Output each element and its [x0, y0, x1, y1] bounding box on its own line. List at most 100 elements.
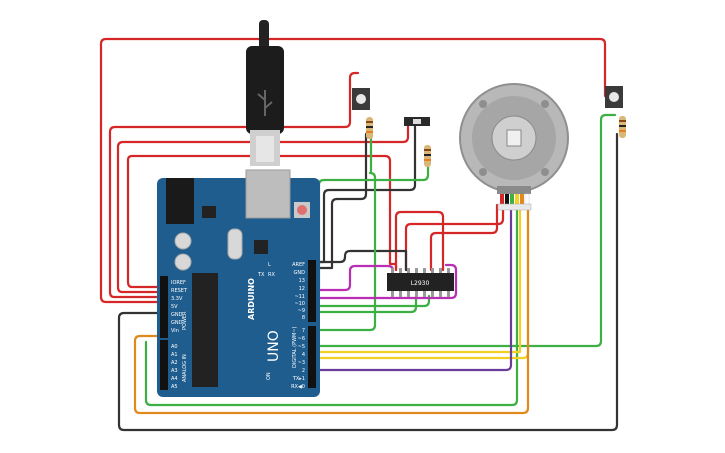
pin-label: ~9	[298, 308, 305, 314]
pin-label: AREF	[292, 262, 305, 268]
pin-label: ~6	[298, 336, 305, 342]
power-header	[160, 276, 168, 338]
usb-cable-tip	[259, 20, 269, 50]
model-label: UNO	[266, 330, 282, 362]
pin-label: 2	[302, 368, 305, 374]
capacitor-2	[174, 253, 192, 271]
regulator	[202, 206, 216, 218]
motor-screw	[541, 100, 549, 108]
driver-pins-bottom	[391, 291, 450, 297]
pin-label: Vin	[171, 328, 179, 334]
motor-screw	[479, 168, 487, 176]
arduino-uno[interactable]: ARDUINO UNO POWER ANALOG IN DIGITAL (PWM…	[157, 169, 320, 397]
usb-icon	[257, 90, 273, 116]
reset-button-cap[interactable]	[297, 205, 307, 215]
digital-pin-labels-top: AREF GND 13 12 ~11 ~10 ~9 8	[292, 262, 305, 321]
driver-body	[387, 273, 454, 291]
wire-red-button1	[108, 71, 360, 299]
power-jack	[166, 178, 194, 224]
pin-label: GND	[171, 312, 183, 318]
led-label: TX	[257, 272, 265, 278]
wire-black-bottom	[117, 132, 619, 432]
motor-cable-housing	[497, 186, 531, 194]
switch-knob[interactable]	[413, 119, 421, 124]
pin-label: RX◀0	[291, 384, 305, 390]
brand-label: ARDUINO	[247, 278, 256, 320]
driver-pins-top	[391, 268, 450, 274]
pin-label: A3	[171, 368, 178, 374]
pin-label: GND	[294, 270, 306, 276]
pin-label: 12	[299, 286, 305, 292]
wire-red-bridge-3	[429, 203, 499, 272]
wire-magenta-12	[308, 264, 395, 292]
usb-jack	[245, 169, 291, 219]
power-header-label: POWER	[182, 311, 188, 330]
wire-black-gnd-3	[308, 249, 408, 272]
digital-pin-labels-bottom: 7 ~6 ~5 4 ~3 2 TX▸1 RX◀0	[291, 328, 305, 390]
resistor-3	[619, 116, 626, 138]
small-chip	[254, 240, 268, 254]
wire-magenta-13	[308, 263, 458, 300]
pin-label: 4	[302, 352, 305, 358]
motor-shaft	[506, 129, 522, 147]
crystal	[227, 228, 243, 260]
pin-label: GND	[171, 320, 183, 326]
l293d-driver: L2930	[387, 268, 454, 297]
on-label: ON	[266, 372, 272, 380]
pin-label: IOREF	[171, 280, 186, 286]
wire-green-button2	[308, 113, 617, 348]
push-button-1[interactable]	[352, 88, 370, 110]
pin-label: 13	[299, 278, 305, 284]
motor-connector	[497, 193, 532, 211]
pin-label: TX▸1	[292, 376, 305, 382]
wire-green-motor	[144, 208, 519, 407]
motor-screw	[541, 168, 549, 176]
wire-green-button1	[308, 132, 377, 332]
pin-label: A2	[171, 360, 178, 366]
led-label: RX	[268, 272, 275, 278]
wire-red-top	[99, 37, 607, 304]
pin-label: ~10	[294, 301, 305, 307]
pin-label: A4	[171, 376, 178, 382]
digital-header-bottom	[308, 326, 316, 388]
wire-purple	[308, 208, 513, 372]
analog-header	[160, 340, 168, 390]
button-cap[interactable]	[356, 94, 366, 104]
analog-pin-labels: A0 A1 A2 A3 A4 A5	[171, 344, 178, 390]
wire-green-9	[308, 294, 431, 308]
motor-screw	[479, 100, 487, 108]
wire-black-gnd-2	[308, 121, 417, 264]
wire-red-switch	[116, 121, 410, 294]
button-cap[interactable]	[609, 92, 619, 102]
pin-label: 7	[302, 328, 305, 334]
wire-red-vcc	[126, 154, 398, 289]
digital-header-top	[308, 260, 316, 322]
pin-label: 8	[302, 315, 305, 321]
pin-label: ~5	[298, 344, 305, 350]
wire-green-resistor	[308, 158, 430, 294]
pin-label: A0	[171, 344, 178, 350]
pin-label: RESET	[171, 288, 188, 294]
pin-label: A5	[171, 384, 178, 390]
capacitor-1	[174, 232, 192, 250]
usb-plug-inner	[256, 136, 274, 162]
wire-red-bridge-2	[404, 198, 505, 272]
wire-black-gnd-top	[308, 132, 368, 270]
slide-switch[interactable]	[404, 117, 430, 126]
resistor-1	[366, 117, 373, 139]
pin-label: 3.3V	[171, 296, 183, 302]
push-button-2[interactable]	[605, 86, 623, 108]
pin-label: A1	[171, 352, 178, 358]
usb-cable	[246, 20, 284, 166]
pin-label: ~3	[298, 360, 305, 366]
pin-label: 5V	[171, 304, 178, 310]
led-labels: L TX RX	[257, 262, 275, 278]
driver-label: L2930	[411, 280, 430, 287]
digital-header-label: DIGITAL (PWM~)	[292, 326, 298, 368]
atmega-chip	[192, 273, 218, 387]
pin-label: ~11	[294, 294, 305, 300]
analog-header-label: ANALOG IN	[182, 354, 188, 382]
wire-yellow-2	[308, 208, 522, 354]
resistor-2	[424, 145, 431, 167]
